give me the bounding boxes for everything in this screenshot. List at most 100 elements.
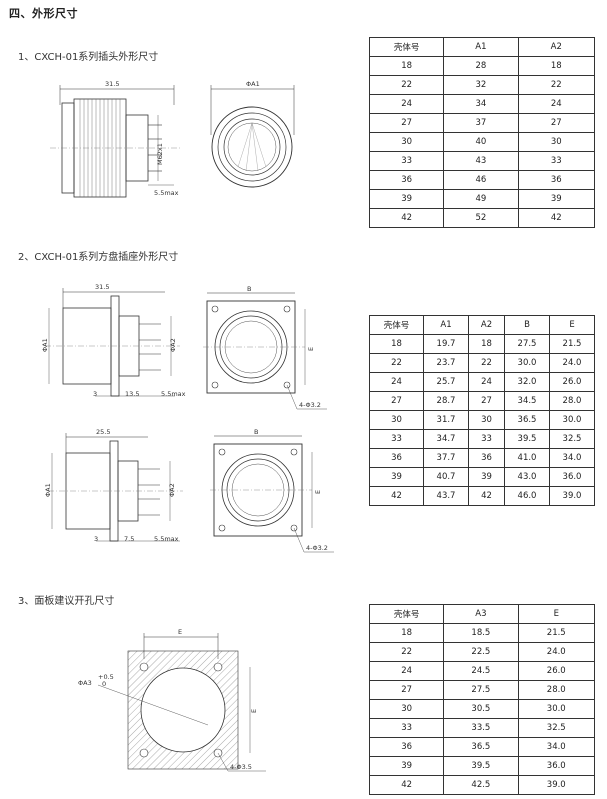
table-cell: 41.0 — [504, 448, 550, 468]
table-cell: 42 — [369, 486, 424, 506]
table-cell: 36 — [369, 448, 424, 468]
table-cell: 22 — [468, 353, 505, 373]
table-cell: 42 — [517, 208, 595, 228]
s2a-holes-label: 4-Φ3.2 — [299, 401, 321, 409]
table-cell: 30 — [369, 410, 424, 430]
table2-header: A2 — [468, 315, 505, 335]
table-cell: 27 — [517, 113, 595, 133]
table-cell: 32 — [443, 75, 519, 95]
table-cell: 33.5 — [443, 718, 519, 738]
table2-header: 壳体号 — [369, 315, 424, 335]
plug-side-view-drawing: 31.5 M62x1 5.5max — [50, 80, 180, 198]
table3-header: A3 — [443, 604, 519, 624]
table-cell: 32.5 — [517, 718, 595, 738]
table-cell: 40 — [443, 132, 519, 152]
table-cell: 33 — [517, 151, 595, 171]
table2-header: E — [549, 315, 595, 335]
table-cell: 36 — [368, 737, 445, 757]
table-cell: 18 — [368, 623, 445, 643]
table-cell: 24.5 — [443, 661, 519, 681]
table-cell: 27 — [369, 391, 424, 411]
table1-header: A2 — [517, 37, 595, 57]
table-cell: 34.0 — [549, 448, 595, 468]
s1-thread-label: M62x1 — [156, 143, 164, 165]
s3-holes-label: 4-Φ3.5 — [230, 763, 252, 771]
s1-dia-label: ΦA1 — [246, 80, 260, 88]
table-cell: 27 — [368, 113, 445, 133]
table-cell: 46.0 — [504, 486, 550, 506]
table-cell: 30 — [517, 132, 595, 152]
s2b-e-label: E — [314, 490, 322, 494]
table-cell: 40.7 — [423, 467, 469, 487]
table-cell: 36 — [517, 170, 595, 190]
receptacle-front-view-drawing-a: B E 4-Φ3.2 — [203, 285, 327, 410]
table-cell: 52 — [443, 208, 519, 228]
table-cell: 24 — [368, 661, 445, 681]
table-cell: 27.5 — [443, 680, 519, 700]
table-cell: 49 — [443, 189, 519, 209]
s3-e-side-label: E — [250, 709, 258, 713]
table-cell: 30.0 — [517, 699, 595, 719]
receptacle-side-view-drawing-a: 31.5 ΦA1 ΦA2 3 13.5 5.5max — [41, 283, 186, 398]
s2a-dia-a2-label: ΦA2 — [169, 338, 177, 352]
table-cell: 42 — [468, 486, 505, 506]
table-cell: 28.0 — [517, 680, 595, 700]
s2a-d1-label: 3 — [93, 390, 97, 398]
table-cell: 18.5 — [443, 623, 519, 643]
table-cell: 43.7 — [423, 486, 469, 506]
table-cell: 39.5 — [504, 429, 550, 449]
s1-length-label: 31.5 — [105, 80, 119, 88]
plug-front-view-drawing: ΦA1 — [210, 80, 295, 188]
table-cell: 24 — [368, 94, 445, 114]
table-cell: 28.7 — [423, 391, 469, 411]
s2b-holes-label: 4-Φ3.2 — [306, 544, 328, 552]
table-cell: 30.0 — [504, 353, 550, 373]
s3-tol-plus-label: +0.5 — [98, 673, 114, 681]
s1-pin-label: 5.5max — [154, 189, 179, 197]
table-cell: 18 — [368, 56, 445, 76]
table-cell: 24.0 — [517, 642, 595, 662]
s2a-d3-label: 5.5max — [161, 390, 186, 398]
s3-e-top-label: E — [178, 628, 182, 636]
s2b-d1-label: 3 — [94, 535, 98, 543]
table-cell: 39 — [517, 189, 595, 209]
table-cell: 36.0 — [517, 756, 595, 776]
table-cell: 42.5 — [443, 775, 519, 795]
table-cell: 27 — [468, 391, 505, 411]
s2b-dia-a2-label: ΦA2 — [168, 483, 176, 497]
table-cell: 22 — [369, 353, 424, 373]
table-cell: 37.7 — [423, 448, 469, 468]
s3-dia-label: ΦA3 — [78, 679, 92, 687]
s2a-d2-label: 13.5 — [125, 390, 139, 398]
table-cell: 34.7 — [423, 429, 469, 449]
table-cell: 33 — [369, 429, 424, 449]
table-cell: 24 — [468, 372, 505, 392]
table-cell: 32.5 — [549, 429, 595, 449]
table-cell: 39 — [368, 189, 445, 209]
table-cell: 22.5 — [443, 642, 519, 662]
s2b-d3-label: 5.5max — [154, 535, 179, 543]
table3-header: E — [517, 604, 595, 624]
table-cell: 42 — [368, 775, 445, 795]
table-cell: 42 — [368, 208, 445, 228]
section-3-title: 3、面板建议开孔尺寸 — [18, 596, 115, 607]
s2b-b-label: B — [254, 428, 258, 436]
table-cell: 39.0 — [549, 486, 595, 506]
